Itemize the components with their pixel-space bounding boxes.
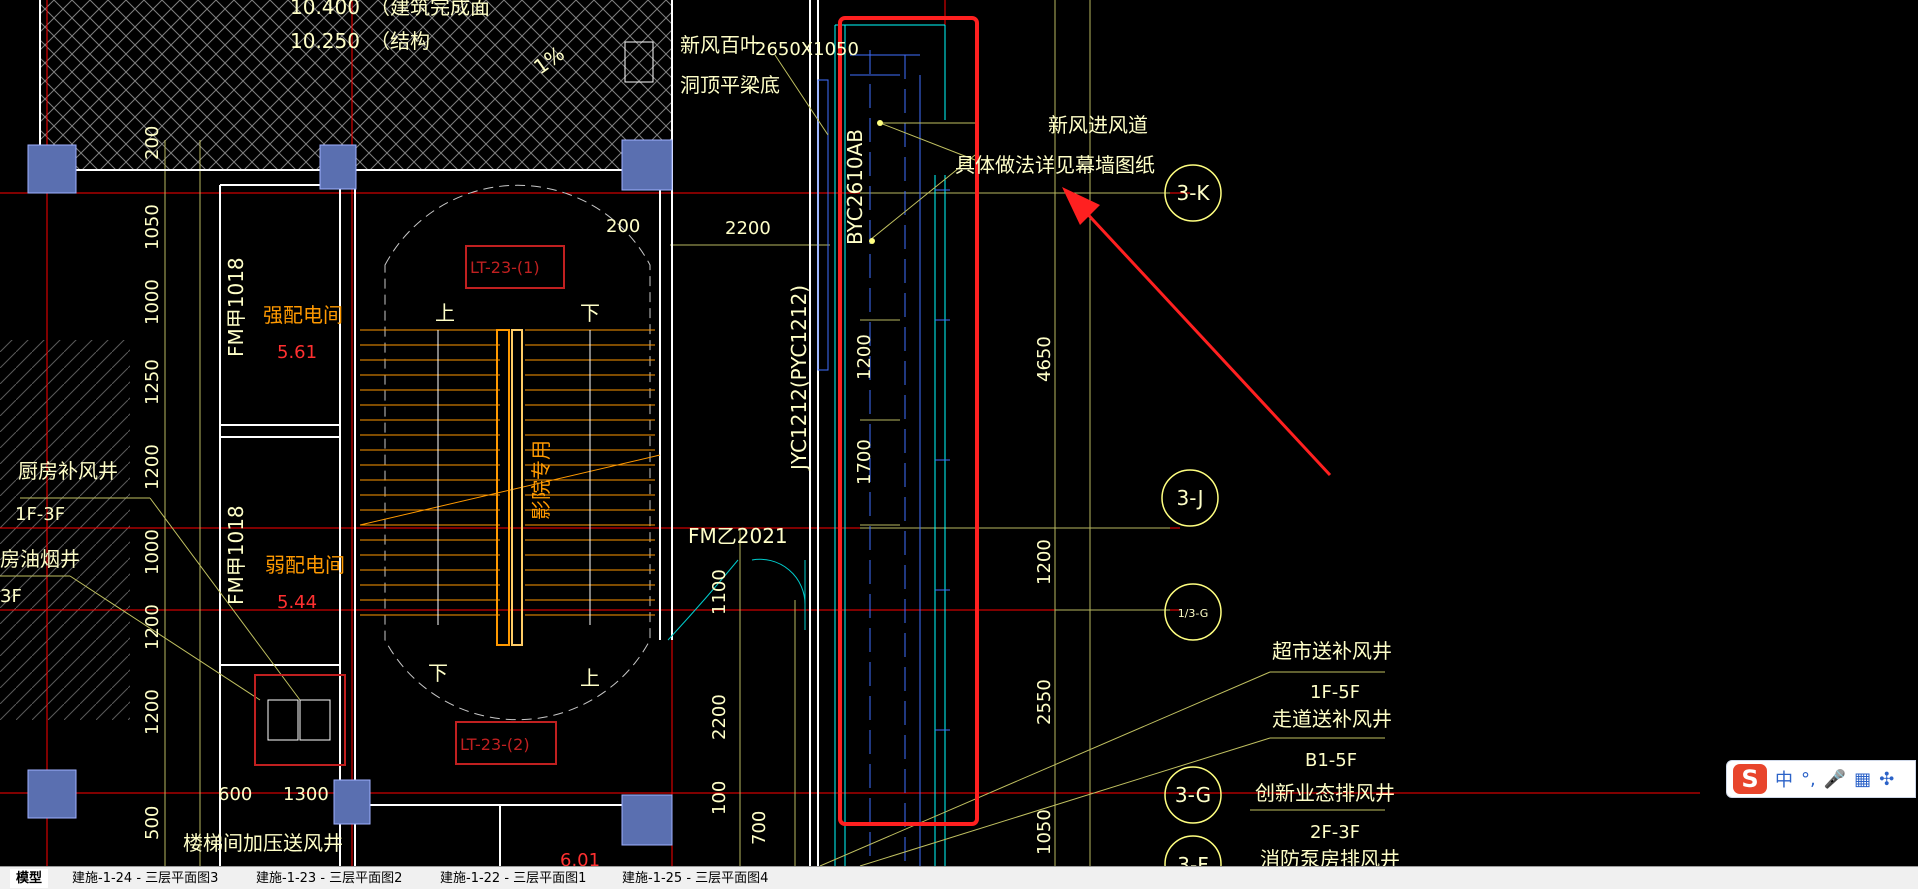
curtain-wall-note: 具体做法详见幕墙图纸	[955, 153, 1155, 177]
sogou-logo-icon[interactable]: S	[1733, 764, 1767, 794]
stair-label-2: LT-23-(2)	[460, 735, 530, 754]
floor-plan-drawing: 10.400 （建筑完成面 10.250 （结构 1% 新风百叶 2650X10…	[0, 0, 1700, 866]
microphone-icon[interactable]: 🎤	[1823, 768, 1847, 790]
elevation-mid: 10.250	[290, 29, 360, 53]
tab-sheet-1-22[interactable]: 建施-1-22 - 三层平面图1	[440, 871, 587, 886]
dim-2200: 2200	[725, 218, 771, 239]
tab-sheet-1-25[interactable]: 建施-1-25 - 三层平面图4	[622, 871, 769, 886]
dimension-lines	[164, 0, 1170, 866]
elevation-top: 10.400	[290, 0, 360, 19]
stair-label-1: LT-23-(1)	[470, 258, 540, 277]
cad-drawing-canvas[interactable]: 10.400 （建筑完成面 10.250 （结构 1% 新风百叶 2650X10…	[0, 0, 1918, 866]
ime-language-toggle[interactable]: 中	[1775, 770, 1793, 791]
left-hatch	[0, 340, 130, 720]
grid-1-3g: 1/3-G	[1178, 607, 1209, 620]
stair-down-1: 下	[580, 301, 600, 325]
louver-size: 2650X1050	[755, 39, 859, 60]
louver-label: 新风百叶	[680, 33, 760, 57]
dim-1200-w: 1200	[854, 334, 875, 380]
tab-sheet-1-24[interactable]: 建施-1-24 - 三层平面图3	[72, 871, 219, 886]
dim-1200b: 1200	[142, 604, 163, 650]
dim-1200-r: 1200	[1034, 539, 1055, 585]
fm-a2-label: FM甲1018	[224, 505, 248, 605]
annotation-arrowhead	[1062, 187, 1100, 225]
dim-1050-r: 1050	[1034, 809, 1055, 855]
beam-note: 洞顶平梁底	[680, 73, 780, 97]
dim-200-top: 200	[142, 126, 163, 160]
corridor-shaft-label: 走道送补风井	[1272, 707, 1392, 731]
dim-2550: 2550	[1034, 679, 1055, 725]
keyboard-icon[interactable]: ▦	[1854, 768, 1872, 790]
grid-bubbles	[1161, 164, 1222, 866]
highlight-box	[838, 16, 979, 826]
dim-700: 700	[749, 811, 770, 845]
stair-press-shaft-label: 楼梯间加压送风井	[183, 831, 343, 855]
layout-tab-bar: 模型 建施-1-24 - 三层平面图3 建施-1-23 - 三层平面图2 建施-…	[0, 866, 1918, 889]
oil-floors: 3F	[0, 586, 22, 607]
dim-200-mid: 200	[606, 216, 640, 237]
stair	[359, 184, 661, 765]
business-floors: 2F-3F	[1310, 822, 1360, 843]
dim-1050: 1050	[142, 204, 163, 250]
dim-1300: 1300	[283, 784, 329, 805]
fresh-air-duct-label: 新风进风道	[1048, 113, 1148, 137]
dim-500: 500	[142, 806, 163, 840]
stair-up-1: 上	[435, 301, 455, 325]
weak-room-area: 5.44	[277, 592, 317, 613]
ime-punctuation-toggle[interactable]: °,	[1801, 768, 1816, 790]
dim-4650: 4650	[1034, 336, 1055, 382]
weak-room-label: 弱配电间	[265, 553, 345, 577]
elevation-note-top: （建筑完成面	[370, 0, 490, 19]
dim-1700-w: 1700	[854, 439, 875, 485]
stair-down-2: 下	[428, 661, 448, 685]
dim-1250: 1250	[142, 359, 163, 405]
strong-room-area: 5.61	[277, 342, 317, 363]
ime-menu-icon[interactable]: ✣	[1879, 768, 1895, 790]
fm-a1-label: FM甲1018	[224, 257, 248, 357]
elevation-note-mid: （结构	[370, 29, 430, 53]
tab-model[interactable]: 模型	[10, 869, 49, 888]
stair-use-label: 影院专用	[529, 440, 553, 520]
window-bycz: BYC2610AB	[843, 129, 867, 245]
dim-1000a: 1000	[142, 279, 163, 325]
window-jyc: JYC1212(PYC1212)	[787, 285, 811, 472]
market-shaft-label: 超市送补风井	[1272, 639, 1392, 663]
dim-600: 600	[218, 784, 252, 805]
shaft-outline	[254, 674, 346, 766]
dim-1100: 1100	[709, 569, 730, 615]
stair-up-2: 上	[580, 666, 600, 690]
dim-1200a: 1200	[142, 444, 163, 490]
market-floors: 1F-5F	[1310, 682, 1360, 703]
dim-100: 100	[709, 781, 730, 815]
level-label: 6.01	[560, 850, 600, 866]
dim-1000b: 1000	[142, 529, 163, 575]
columns	[27, 139, 673, 846]
grid-3g: 3-G	[1175, 783, 1211, 807]
dim-2200-v: 2200	[709, 694, 730, 740]
curtain-wall-section	[667, 24, 950, 866]
terrace-hatch	[40, 0, 672, 170]
strong-room-label: 强配电间	[263, 303, 343, 327]
annotation-arrow	[1066, 191, 1332, 477]
grid-3k: 3-K	[1176, 181, 1210, 205]
kitchen-floors: 1F-3F	[15, 504, 65, 525]
oil-shaft-label: 房油烟井	[0, 547, 80, 571]
business-shaft-label: 创新业态排风井	[1255, 781, 1395, 805]
fm-door-label: FM乙2021	[688, 524, 788, 548]
grid-3f: 3-F	[1177, 853, 1208, 866]
leader-lines	[0, 54, 1385, 866]
ime-toolbar[interactable]: S 中 °, 🎤 ▦ ✣	[1726, 760, 1916, 798]
dim-1200c: 1200	[142, 689, 163, 735]
kitchen-shaft-label: 厨房补风井	[18, 459, 118, 483]
grid-3j: 3-J	[1177, 486, 1204, 510]
corridor-floors: B1-5F	[1305, 750, 1357, 771]
tab-sheet-1-23[interactable]: 建施-1-23 - 三层平面图2	[256, 871, 403, 886]
pump-shaft-label: 消防泵房排风井	[1260, 847, 1400, 866]
